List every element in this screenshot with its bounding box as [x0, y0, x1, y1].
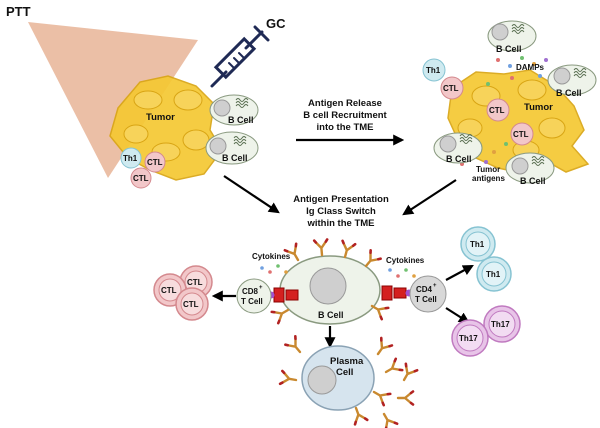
bcell-right-3-label: B Cell [446, 154, 472, 164]
tumor-antigens-label-1: Tumor [476, 165, 500, 174]
ctl-right-2 [486, 98, 510, 122]
bcell-right-1 [487, 20, 537, 52]
bcell-right-4 [505, 152, 555, 184]
tumor-right-label: Tumor [524, 102, 553, 113]
ctl-right-1 [440, 76, 464, 100]
bcell-central-label: B Cell [318, 310, 344, 320]
th1-cell-2 [476, 256, 512, 292]
arrow-from-right [402, 179, 457, 216]
th1-right [422, 58, 446, 82]
cd8-t-cell [236, 278, 272, 314]
gc-label: GC [266, 16, 286, 31]
bcell-left-1-label: B Cell [228, 115, 254, 125]
ctl-left-1 [144, 151, 166, 173]
arrow-to-th17 [445, 307, 470, 324]
step-release-line-3: into the TME [317, 122, 374, 133]
cd8-label-sup: + [259, 285, 263, 291]
th17-cell-2-label: Th17 [459, 334, 478, 343]
step-release-line-1: Antigen Release [308, 98, 382, 109]
cd8-label-1: CD8 [242, 287, 259, 296]
ctl-cluster-label-2: CTL [161, 286, 177, 295]
tumor-left-label: Tumor [146, 112, 175, 123]
cd4-label-sup: + [433, 283, 437, 289]
bcell-right-2-label: B Cell [556, 88, 582, 98]
arrow-from-left [223, 175, 280, 214]
cd8-label-2: T Cell [241, 297, 263, 306]
th1-cell-1 [460, 226, 496, 262]
bcell-left-2-label: B Cell [222, 153, 248, 163]
synapse-cd8 [267, 287, 299, 303]
cd4-label-2: T Cell [415, 295, 437, 304]
bcell-left-2 [205, 131, 259, 165]
ptt-beam [28, 22, 198, 178]
bcell-right-3 [433, 132, 483, 164]
plasma-label-1: Plasma [330, 356, 364, 367]
cytokine-dots [260, 264, 416, 278]
bcell-right-2 [547, 64, 597, 96]
tumor-antigens-label-2: antigens [472, 174, 505, 183]
cytokines-right-label: Cytokines [386, 256, 425, 265]
bcell-right-1-label: B Cell [496, 44, 522, 54]
ptt-label: PTT [6, 4, 31, 19]
step-release-line-2: B cell Recruitment [303, 110, 387, 121]
ctl-right-1-label: CTL [443, 84, 459, 93]
ctl-right-3-label: CTL [513, 130, 529, 139]
synapse-cd4 [381, 285, 413, 301]
ctl-cluster-label-3: CTL [183, 300, 199, 309]
plasma-cell [301, 345, 375, 411]
th1-left [120, 147, 142, 169]
ctl-cluster [153, 265, 213, 321]
th17-cell-1-label: Th17 [491, 320, 510, 329]
ctl-left-2-label: CTL [133, 174, 149, 183]
th17-cell-2 [451, 319, 489, 357]
step-present-line-1: Antigen Presentation [293, 194, 389, 205]
th1-right-label: Th1 [426, 66, 441, 75]
th1-left-label: Th1 [123, 154, 138, 163]
syringe-icon [210, 25, 270, 88]
ctl-cluster-label-1: CTL [187, 278, 203, 287]
step-present-line-2: Ig Class Switch [306, 206, 376, 217]
ctl-left-1-label: CTL [147, 158, 163, 167]
th1-cell-2-label: Th1 [486, 270, 501, 279]
plasma-label-2: Cell [336, 367, 353, 378]
damps-label: DAMPs [516, 63, 545, 72]
cd4-t-cell [409, 275, 447, 313]
bcell-left-1 [209, 94, 259, 126]
ctl-left-2 [130, 167, 152, 189]
step-present-line-3: within the TME [306, 218, 374, 229]
bcell-right-4-label: B Cell [520, 176, 546, 186]
ctl-right-2-label: CTL [489, 106, 505, 115]
th17-cell-1 [483, 305, 521, 343]
cytokines-left-label: Cytokines [252, 252, 291, 261]
bcell-central [279, 255, 381, 325]
arrow-to-th1 [445, 264, 474, 281]
ctl-right-3 [510, 122, 534, 146]
th1-cell-1-label: Th1 [470, 240, 485, 249]
cd4-label-1: CD4 [416, 285, 433, 294]
